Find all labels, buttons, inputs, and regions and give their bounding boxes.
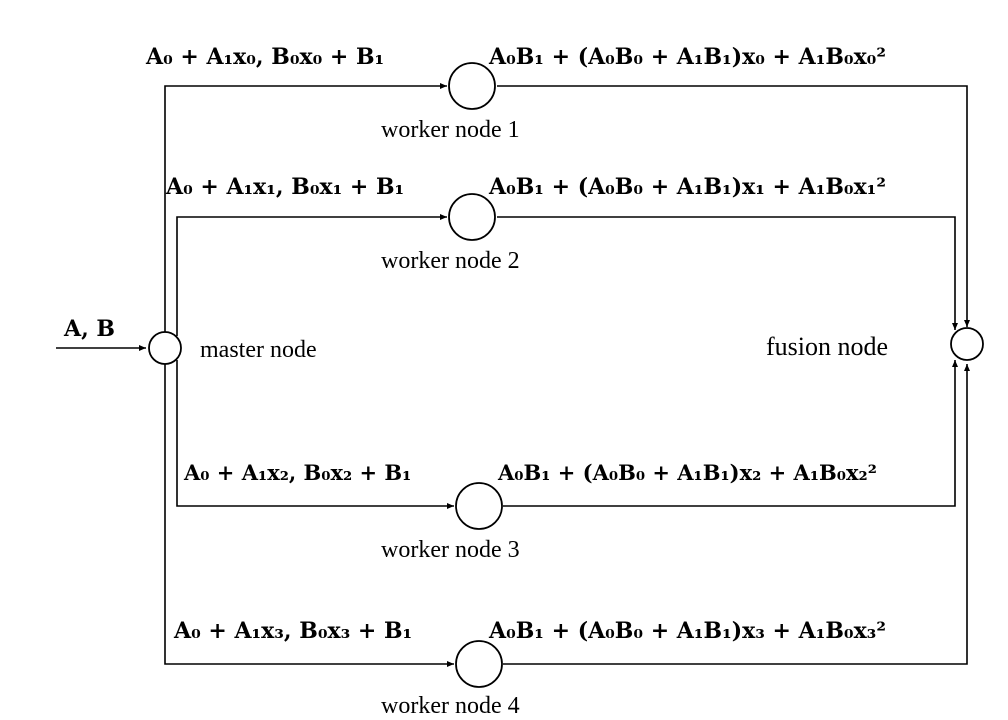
master-node	[148, 331, 182, 365]
fusion-node-label: fusion node	[766, 332, 889, 361]
worker-node-1-label: worker node 1	[381, 117, 520, 143]
worker4-output-expr: A₀B₁ + (A₀B₀ + A₁B₁)x₃ + A₁B₀x₃²	[489, 618, 886, 644]
edge-master-worker1	[164, 83, 447, 332]
worker1-input-expr: A₀ + A₁x₀, B₀x₀ + B₁	[146, 44, 385, 70]
fusion-node	[950, 327, 984, 361]
worker1-output-expr: A₀B₁ + (A₀B₀ + A₁B₁)x₀ + A₁B₀x₀²	[489, 44, 886, 70]
worker-node-2	[448, 193, 496, 241]
edge-worker1-fusion	[497, 85, 970, 327]
worker-node-4	[455, 640, 503, 688]
worker-node-3	[455, 482, 503, 530]
edge-worker4-fusion	[503, 364, 970, 665]
edge-worker3-fusion	[503, 360, 958, 507]
worker4-input-expr: A₀ + A₁x₃, B₀x₃ + B₁	[174, 618, 413, 644]
input-label: A, B	[64, 316, 115, 342]
worker3-input-expr: A₀ + A₁x₂, B₀x₂ + B₁	[184, 460, 412, 485]
worker-node-3-label: worker node 3	[381, 537, 520, 563]
worker-node-4-label: worker node 4	[381, 693, 520, 719]
worker-node-2-label: worker node 2	[381, 248, 520, 274]
edge-worker2-fusion	[497, 216, 958, 330]
edge-master-worker3	[176, 360, 454, 509]
worker2-output-expr: A₀B₁ + (A₀B₀ + A₁B₁)x₁ + A₁B₀x₁²	[489, 174, 886, 200]
worker-node-1	[448, 62, 496, 110]
master-node-label: master node	[200, 337, 317, 363]
edge-master-worker4	[164, 364, 454, 667]
worker2-input-expr: A₀ + A₁x₁, B₀x₁ + B₁	[166, 174, 405, 200]
worker3-output-expr: A₀B₁ + (A₀B₀ + A₁B₁)x₂ + A₁B₀x₂²	[498, 460, 877, 485]
edge-master-worker2	[176, 214, 447, 336]
